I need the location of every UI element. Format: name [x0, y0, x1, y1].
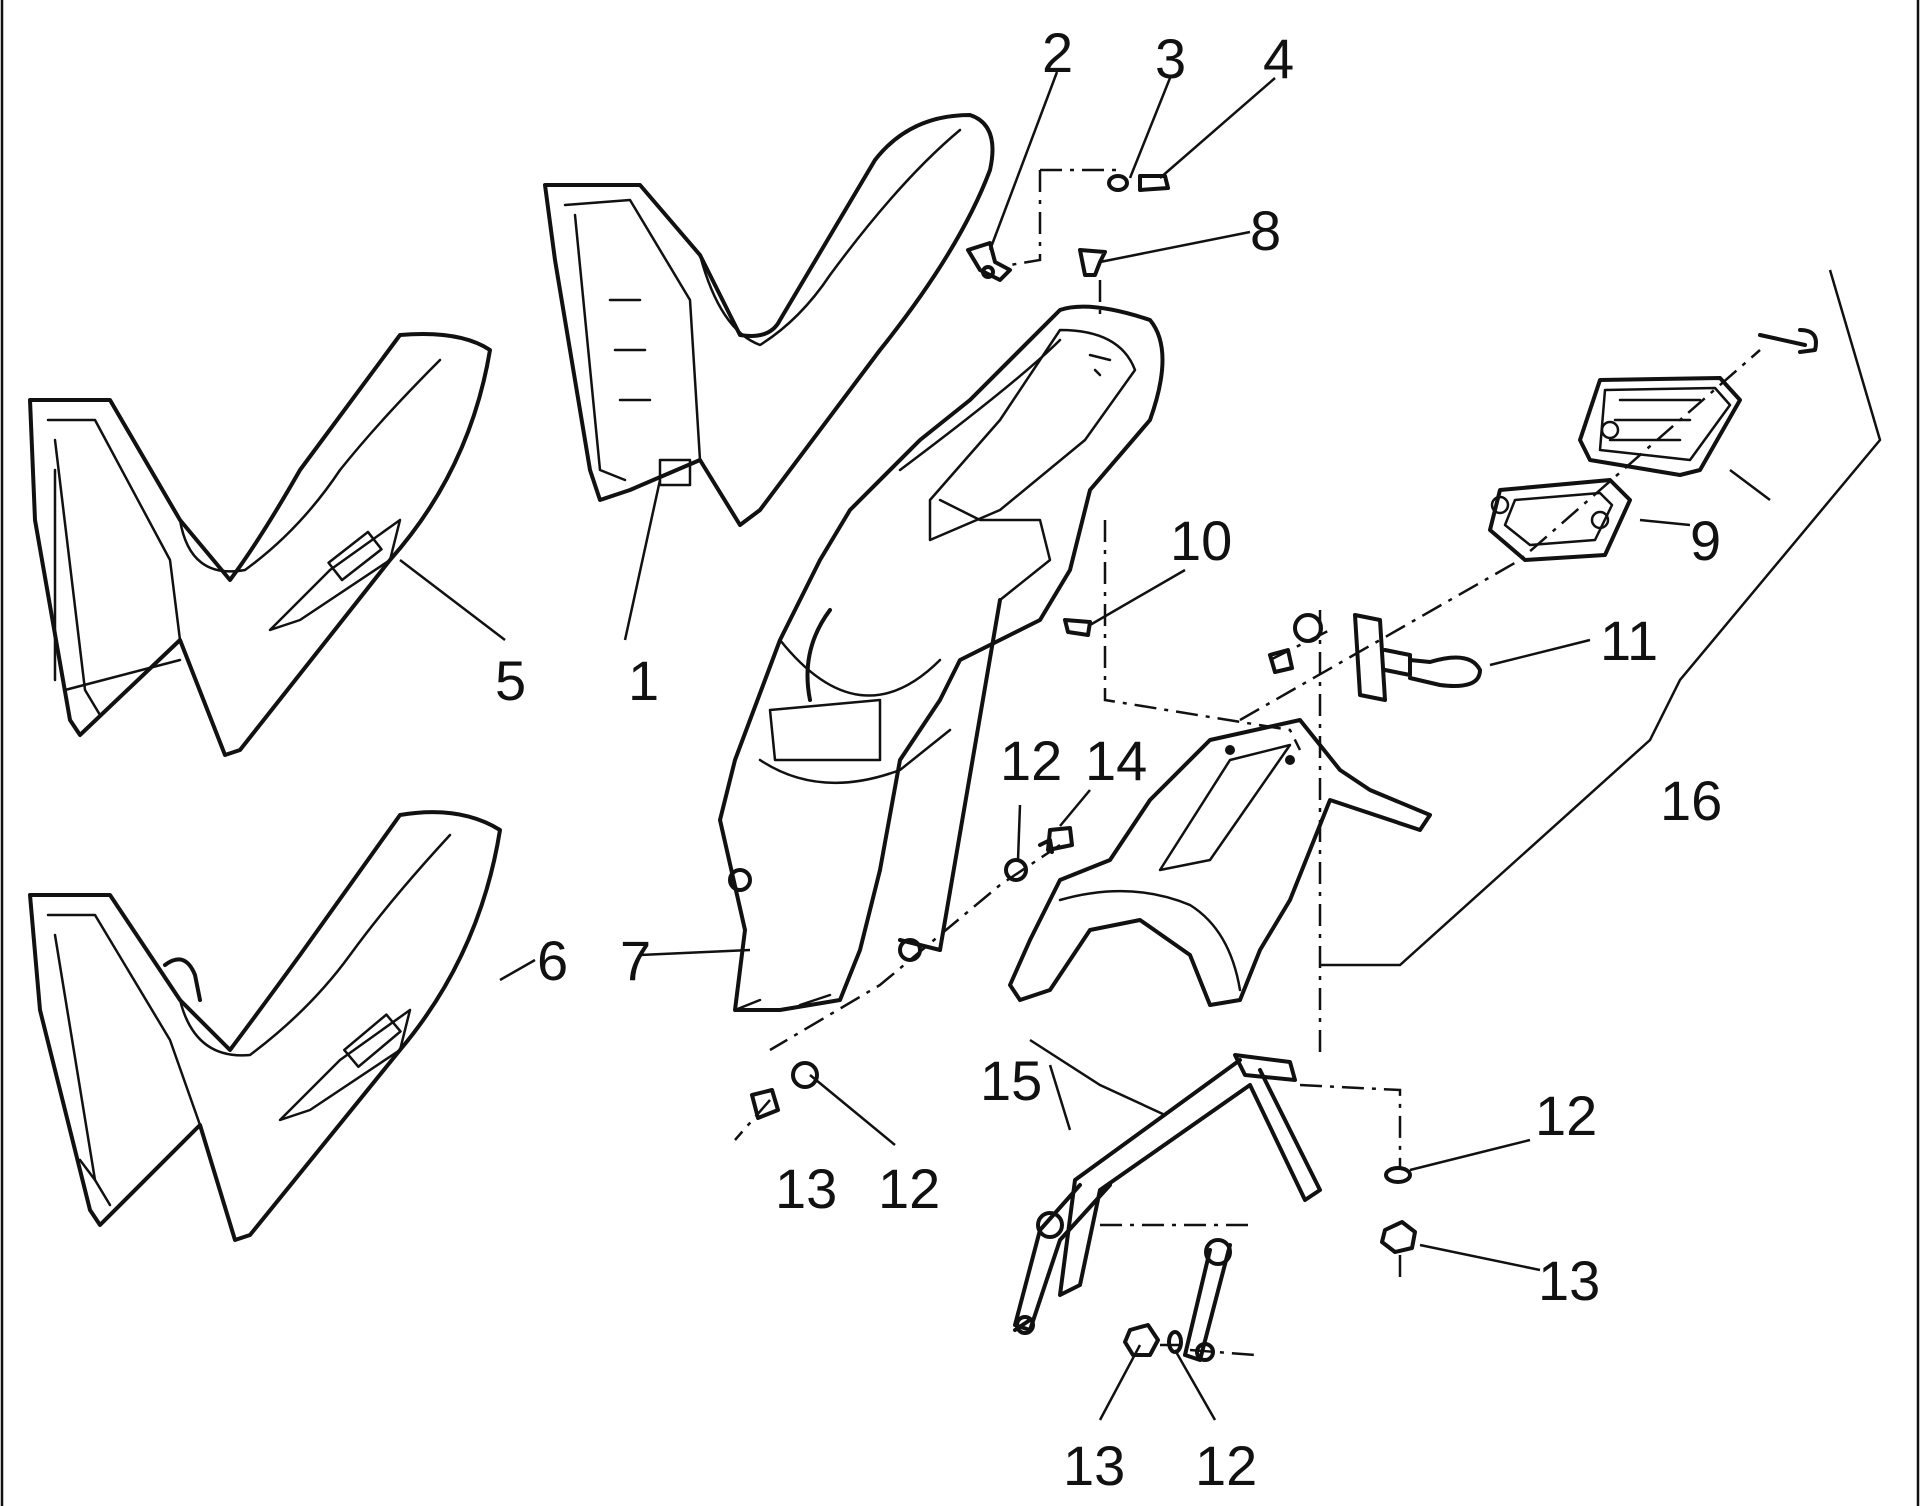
- callout-9: 9: [1690, 509, 1721, 572]
- callout-3: 3: [1155, 27, 1186, 90]
- washer-12-bottom: [1167, 1330, 1183, 1354]
- callout-4: 4: [1263, 27, 1294, 90]
- group-bracket-16: [1320, 269, 1882, 967]
- callout-7: 7: [620, 929, 651, 992]
- callout-12-upper: 12: [1000, 729, 1062, 792]
- fastener-14: [1038, 826, 1074, 854]
- side-panel-left-lower: [28, 810, 502, 1242]
- callout-2: 2: [1042, 21, 1073, 84]
- callout-12-bottom: 12: [1195, 1434, 1257, 1497]
- callout-11: 11: [1600, 609, 1658, 672]
- fastener-4: [1138, 174, 1170, 192]
- bulb-and-socket: [1353, 613, 1482, 702]
- fastener-8: [1078, 248, 1107, 277]
- callout-16: 16: [1660, 769, 1722, 832]
- callout-15: 15: [980, 1049, 1042, 1112]
- upper-body-panel: [543, 113, 995, 527]
- washer-12-right: [1384, 1166, 1412, 1184]
- callout-5: 5: [495, 649, 526, 712]
- callout-12-mid: 12: [878, 1157, 940, 1220]
- nut-13-bottom: [1123, 1323, 1160, 1357]
- nut-13-right: [1380, 1220, 1417, 1254]
- assembly-axis-lines: [734, 168, 1761, 1357]
- callout-13-bottom: 13: [1063, 1434, 1125, 1497]
- rear-fender: [1008, 718, 1432, 1007]
- rear-bracket: [1013, 1053, 1322, 1362]
- callout-14: 14: [1085, 729, 1147, 792]
- fastener-3: [1107, 174, 1129, 192]
- taillight-gasket: [1488, 478, 1632, 562]
- taillight: [1578, 376, 1742, 477]
- taillight-bolt: [1758, 328, 1818, 354]
- front-fender-assembly: [718, 304, 1165, 1012]
- callout-10: 10: [1170, 509, 1232, 572]
- fastener-2: [966, 241, 1012, 282]
- callout-13-right: 13: [1538, 1249, 1600, 1312]
- callout-6: 6: [537, 929, 568, 992]
- callout-8: 8: [1250, 199, 1281, 262]
- callout-12-right: 12: [1535, 1084, 1597, 1147]
- nut-13-upper: [1268, 648, 1294, 674]
- fastener-10: [1063, 618, 1092, 637]
- callout-1: 1: [628, 649, 659, 712]
- washer-12-mid: [791, 1061, 819, 1089]
- nut-13-mid: [750, 1088, 780, 1120]
- side-panel-left-upper: [28, 332, 492, 757]
- leader-lines: [399, 71, 1771, 1421]
- callout-13-mid: 13: [775, 1157, 837, 1220]
